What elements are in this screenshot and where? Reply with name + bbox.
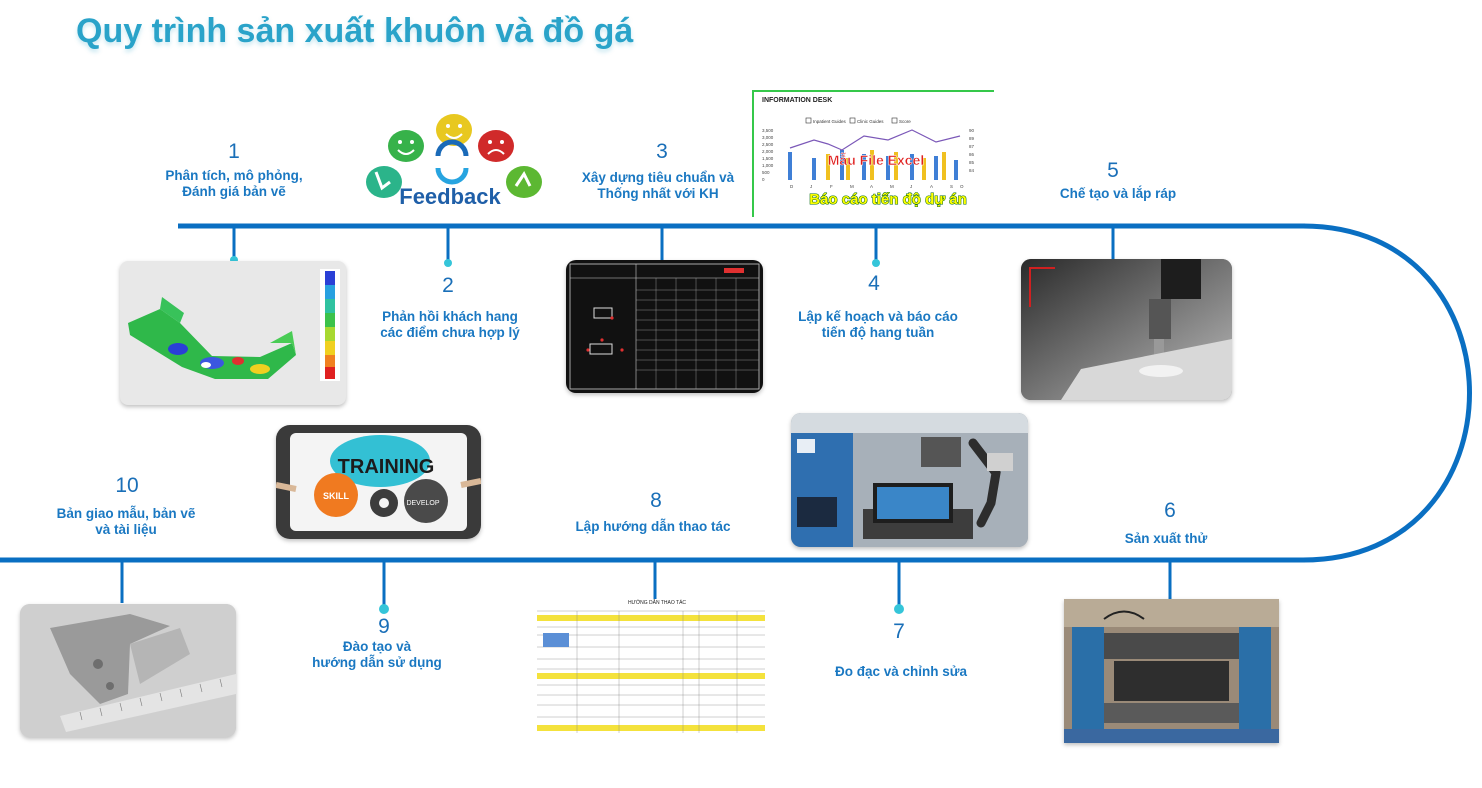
training-word: TRAINING bbox=[338, 456, 435, 478]
svg-text:1,500: 1,500 bbox=[762, 156, 774, 161]
step-4-label-line2: tiến độ hang tuần bbox=[821, 325, 935, 340]
step-6-label: Sản xuất thử bbox=[1046, 531, 1286, 547]
step-10-label-line2: và tài liệu bbox=[95, 522, 157, 537]
step-1-label-line2: Đánh giá bản vẽ bbox=[182, 184, 286, 199]
step-1-label: Phân tích, mô phỏng,Đánh giá bản vẽ bbox=[114, 168, 354, 200]
svg-text:F: F bbox=[830, 184, 833, 189]
sample-part-image bbox=[20, 604, 236, 737]
connector-dot-9 bbox=[379, 604, 389, 614]
step-10-number: 10 bbox=[115, 474, 139, 497]
svg-text:3,500: 3,500 bbox=[762, 128, 774, 133]
feedback-word: Feedback bbox=[399, 184, 501, 209]
svg-text:3,000: 3,000 bbox=[762, 135, 774, 140]
connector-dot-4 bbox=[872, 259, 880, 267]
svg-text:A: A bbox=[870, 184, 873, 189]
step-1-number: 1 bbox=[228, 140, 240, 163]
svg-text:A: A bbox=[930, 184, 933, 189]
connector-dot-2 bbox=[444, 259, 452, 267]
step-3-number: 3 bbox=[656, 140, 668, 163]
excel-caption: Báo cáo tiến độ dự án bbox=[809, 191, 967, 208]
training-image: TRAINING SKILL DEVELOP bbox=[276, 425, 481, 539]
simulation-image bbox=[120, 261, 346, 405]
svg-text:90: 90 bbox=[969, 128, 975, 133]
step-6-number: 6 bbox=[1164, 499, 1176, 522]
step-4-label-line1: Lập kế hoạch và báo cáo bbox=[798, 309, 958, 324]
excel-report-image: INFORMATION DESK Inpatient Guides Clinic… bbox=[752, 90, 994, 217]
press-production-image bbox=[1064, 599, 1279, 743]
svg-text:86: 86 bbox=[969, 152, 975, 157]
svg-text:2,500: 2,500 bbox=[762, 142, 774, 147]
svg-text:84: 84 bbox=[969, 168, 975, 173]
excel-legend-1: Inpatient Guides bbox=[813, 119, 847, 124]
excel-title: Mẫu File Excel bbox=[828, 152, 924, 168]
step-2-label-line1: Phản hồi khách hang bbox=[382, 309, 518, 324]
svg-text:M: M bbox=[850, 184, 854, 189]
svg-text:M: M bbox=[890, 184, 894, 189]
step-2-label-line2: các điểm chưa hợp lý bbox=[380, 325, 520, 340]
step-8-label: Lập hướng dẫn thao tác bbox=[533, 519, 773, 535]
svg-text:O: O bbox=[960, 184, 964, 189]
step-10-label-line1: Bản giao mẫu, bản vẽ bbox=[56, 506, 196, 521]
svg-text:S: S bbox=[950, 184, 953, 189]
step-7-label: Đo đạc và chỉnh sửa bbox=[781, 664, 1021, 680]
step-1-label-line1: Phân tích, mô phỏng, bbox=[165, 168, 303, 183]
svg-text:89: 89 bbox=[969, 136, 975, 141]
step-9-number: 9 bbox=[378, 615, 390, 638]
step-7-label-line1: Đo đạc và chỉnh sửa bbox=[834, 664, 968, 679]
drawing-spec-image bbox=[566, 260, 763, 393]
svg-text:D: D bbox=[790, 184, 794, 189]
step-9-label-line2: hướng dẫn sử dụng bbox=[312, 655, 442, 670]
step-3-label-line2: Thống nhất với KH bbox=[597, 186, 719, 201]
step-3-label-line1: Xây dựng tiêu chuẩn và bbox=[581, 170, 735, 185]
svg-text:2,000: 2,000 bbox=[762, 149, 774, 154]
instruction-title: HƯỚNG DẪN THAO TÁC bbox=[628, 599, 686, 606]
svg-text:87: 87 bbox=[969, 144, 975, 149]
step-9-label-line1: Đào tạo và bbox=[342, 639, 412, 654]
cnc-machining-image bbox=[1021, 259, 1232, 400]
svg-text:1,000: 1,000 bbox=[762, 163, 774, 168]
step-4-number: 4 bbox=[868, 272, 880, 295]
excel-legend-3: Score bbox=[899, 119, 911, 124]
measuring-image bbox=[791, 413, 1028, 547]
svg-text:J: J bbox=[910, 184, 912, 189]
timeline-curve bbox=[1302, 223, 1472, 563]
excel-legend-2: Clinic Guides bbox=[857, 119, 884, 124]
step-5-number: 5 bbox=[1107, 159, 1119, 182]
instruction-sheet-image: HƯỚNG DẪN THAO TÁC bbox=[537, 599, 765, 733]
step-7-number: 7 bbox=[893, 620, 905, 643]
feedback-image: Feedback bbox=[348, 110, 552, 214]
skill-word: SKILL bbox=[323, 491, 350, 501]
step-8-label-line1: Lập hướng dẫn thao tác bbox=[575, 519, 731, 534]
svg-text:J: J bbox=[810, 184, 812, 189]
svg-text:500: 500 bbox=[762, 170, 770, 175]
develop-word: DEVELOP bbox=[406, 500, 439, 507]
step-2-number: 2 bbox=[442, 274, 454, 297]
svg-text:85: 85 bbox=[969, 160, 975, 165]
step-6-label-line1: Sản xuất thử bbox=[1124, 531, 1208, 546]
step-5-label-line1: Chế tạo và lắp ráp bbox=[1059, 186, 1177, 201]
svg-text:0: 0 bbox=[762, 177, 765, 182]
connector-dot-7 bbox=[894, 604, 904, 614]
excel-header: INFORMATION DESK bbox=[762, 97, 832, 104]
page-title: Quy trình sản xuất khuôn và đồ gá bbox=[76, 12, 634, 50]
step-5-label: Chế tạo và lắp ráp bbox=[998, 186, 1238, 202]
step-8-number: 8 bbox=[650, 489, 662, 512]
